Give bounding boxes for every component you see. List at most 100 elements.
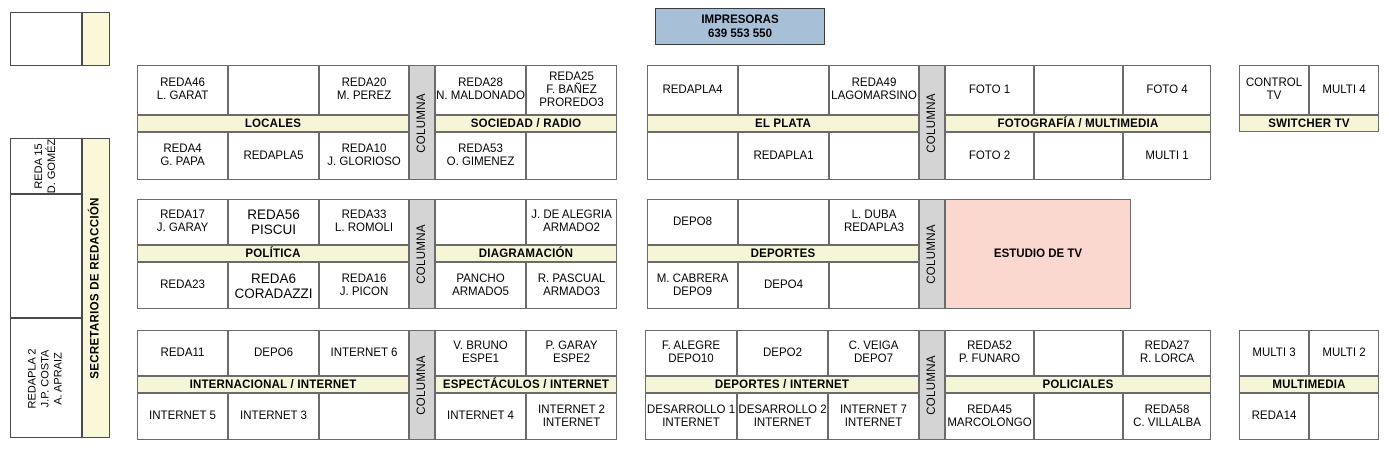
deportes-top-0: DEPO8: [647, 199, 738, 245]
foto-top-1: [1034, 65, 1123, 115]
block-internacional-internet: REDA11 DEPO6 INTERNET 6 INTERNACIONAL / …: [137, 330, 409, 440]
sociedad-bottom-0: REDA53 O. GIMENEZ: [435, 132, 526, 180]
internacional-band: INTERNACIONAL / INTERNET: [137, 376, 409, 393]
block-deportes-internet: F. ALEGRE DEPO10 DEPO2 C. VEIGA DEPO7 DE…: [645, 330, 919, 440]
multimedia-bottom-0: REDA14: [1239, 393, 1309, 440]
printers-codes: 639 553 550: [708, 27, 772, 40]
internacional-bottom-1: INTERNET 3: [228, 393, 319, 440]
diagramacion-bottom-1: R. PASCUAL ARMADO3: [526, 262, 617, 309]
switcher-top-1: MULTI 4: [1309, 65, 1379, 115]
deportes-internet-band: DEPORTES / INTERNET: [645, 376, 919, 393]
columna-label: COLUMNA: [416, 355, 429, 415]
deportes-top-1: [738, 199, 829, 245]
locales-band: LOCALES: [137, 115, 409, 132]
multimedia-band: MULTIMEDIA: [1239, 376, 1379, 393]
locales-top-0: REDA46 L. GARAT: [137, 65, 228, 115]
elplata-bottom-2: [829, 132, 919, 180]
foto-bottom-2: MULTI 1: [1123, 132, 1211, 180]
deportes-internet-top-0: F. ALEGRE DEPO10: [645, 330, 737, 376]
multimedia-top-1: MULTI 2: [1309, 330, 1379, 376]
diagramacion-top-0: [435, 199, 526, 245]
espectaculos-bottom-1: INTERNET 2 INTERNET: [526, 393, 617, 440]
columna-label: COLUMNA: [926, 224, 939, 284]
switcher-band: SWITCHER TV: [1239, 115, 1379, 132]
elplata-top-0: REDAPLA4: [647, 65, 738, 115]
block-politica: REDA17 J. GARAY REDA56 PISCUI REDA33 L. …: [137, 199, 409, 309]
locales-top-2: REDA20 M. PEREZ: [319, 65, 409, 115]
deportes-bottom-0: M. CABRERA DEPO9: [647, 262, 738, 309]
sidebar-band-label: SECRETARIOS DE REDACCIÓN: [90, 197, 103, 379]
politica-bottom-0: REDA23: [137, 262, 228, 309]
policiales-bottom-1: [1034, 393, 1123, 440]
sociedad-band: SOCIEDAD / RADIO: [435, 115, 617, 132]
block-sociedad-radio: REDA28 N. MALDONADO REDA25 F. BAÑEZ PROR…: [435, 65, 617, 180]
columna-row3-right: COLUMNA: [919, 330, 945, 440]
foto-bottom-1: [1034, 132, 1123, 180]
switcher-top-0: CONTROL TV: [1239, 65, 1309, 115]
columna-label: COLUMNA: [926, 92, 939, 153]
foto-band: FOTOGRAFÍA / MULTIMEDIA: [945, 115, 1211, 132]
politica-top-1: REDA56 PISCUI: [228, 199, 319, 245]
block-fotografia-multimedia: FOTO 1 FOTO 4 FOTOGRAFÍA / MULTIMEDIA FO…: [945, 65, 1211, 180]
multimedia-bottom-1: [1309, 393, 1379, 440]
columna-label: COLUMNA: [416, 92, 429, 153]
politica-bottom-1: REDA6 CORADAZZI: [228, 262, 319, 309]
politica-bottom-2: REDA16 J. PICON: [319, 262, 409, 309]
sidebar-cell-1: [10, 194, 82, 318]
diagramacion-band: DIAGRAMACIÓN: [435, 245, 617, 262]
foto-top-0: FOTO 1: [945, 65, 1034, 115]
sidebar-top-empty-box: [10, 12, 82, 66]
policiales-bottom-0: REDA45 MARCOLONGO: [945, 393, 1034, 440]
block-el-plata: REDAPLA4 REDA49 LAGOMARSINO EL PLATA RED…: [647, 65, 919, 180]
policiales-top-0: REDA52 P. FUNARO: [945, 330, 1034, 376]
deportes-top-2: L. DUBA REDAPLA3: [829, 199, 919, 245]
policiales-band: POLICIALES: [945, 376, 1211, 393]
block-estudio-de-tv: ESTUDIO DE TV: [945, 199, 1131, 309]
deportes-internet-top-2: C. VEIGA DEPO7: [828, 330, 919, 376]
block-switcher-tv: CONTROL TV MULTI 4 SWITCHER TV: [1239, 65, 1379, 132]
internacional-top-0: REDA11: [137, 330, 228, 376]
diagramacion-bottom-0: PANCHO ARMADO5: [435, 262, 526, 309]
deportes-bottom-1: DEPO4: [738, 262, 829, 309]
internacional-top-1: DEPO6: [228, 330, 319, 376]
elplata-bottom-1: REDAPLA1: [738, 132, 829, 180]
deportes-internet-bottom-2: INTERNET 7 INTERNET: [828, 393, 919, 440]
locales-top-1: [228, 65, 319, 115]
policiales-bottom-2: REDA58 C. VILLALBA: [1123, 393, 1211, 440]
policiales-top-2: REDA27 R. LORCA: [1123, 330, 1211, 376]
sidebar-cell-2-label: REDAPLA 2 J.P. COSTA A. APRAIZ: [26, 348, 65, 408]
deportes-internet-top-1: DEPO2: [737, 330, 828, 376]
columna-row1-right: COLUMNA: [919, 65, 945, 180]
espectaculos-top-1: P. GARAY ESPE2: [526, 330, 617, 376]
sociedad-top-1: REDA25 F. BAÑEZ PROREDO3: [526, 65, 617, 115]
elplata-top-1: [738, 65, 829, 115]
elplata-top-2: REDA49 LAGOMARSINO: [829, 65, 919, 115]
sidebar-secretarios-band: SECRETARIOS DE REDACCIÓN: [82, 138, 110, 438]
columna-row1-left: COLUMNA: [409, 65, 435, 180]
elplata-bottom-0: [647, 132, 738, 180]
sociedad-bottom-1: [526, 132, 617, 180]
multimedia-top-0: MULTI 3: [1239, 330, 1309, 376]
deportes-band: DEPORTES: [647, 245, 919, 262]
block-espectaculos-internet: V. BRUNO ESPE1 P. GARAY ESPE2 ESPECTÁCUL…: [435, 330, 617, 440]
block-policiales: REDA52 P. FUNARO REDA27 R. LORCA POLICIA…: [945, 330, 1211, 440]
espectaculos-bottom-0: INTERNET 4: [435, 393, 526, 440]
locales-bottom-2: REDA10 J. GLORIOSO: [319, 132, 409, 180]
internacional-bottom-0: INTERNET 5: [137, 393, 228, 440]
columna-label: COLUMNA: [926, 355, 939, 415]
locales-bottom-1: REDAPLA5: [228, 132, 319, 180]
estudio-label: ESTUDIO DE TV: [993, 248, 1083, 260]
sidebar-top-band: [82, 12, 110, 66]
sidebar-cell-0-label: REDA 15 D. GOMÉZ: [32, 138, 58, 194]
politica-band: POLÍTICA: [137, 245, 409, 262]
politica-top-2: REDA33 L. ROMOLI: [319, 199, 409, 245]
columna-row2-right: COLUMNA: [919, 199, 945, 309]
foto-top-2: FOTO 4: [1123, 65, 1211, 115]
foto-bottom-0: FOTO 2: [945, 132, 1034, 180]
internacional-bottom-2: [319, 393, 409, 440]
block-multimedia: MULTI 3 MULTI 2 MULTIMEDIA REDA14: [1239, 330, 1379, 440]
block-locales: REDA46 L. GARAT REDA20 M. PEREZ LOCALES …: [137, 65, 409, 180]
deportes-internet-bottom-1: DESARROLLO 2 INTERNET: [737, 393, 828, 440]
block-deportes: DEPO8 L. DUBA REDAPLA3 DEPORTES M. CABRE…: [647, 199, 919, 309]
